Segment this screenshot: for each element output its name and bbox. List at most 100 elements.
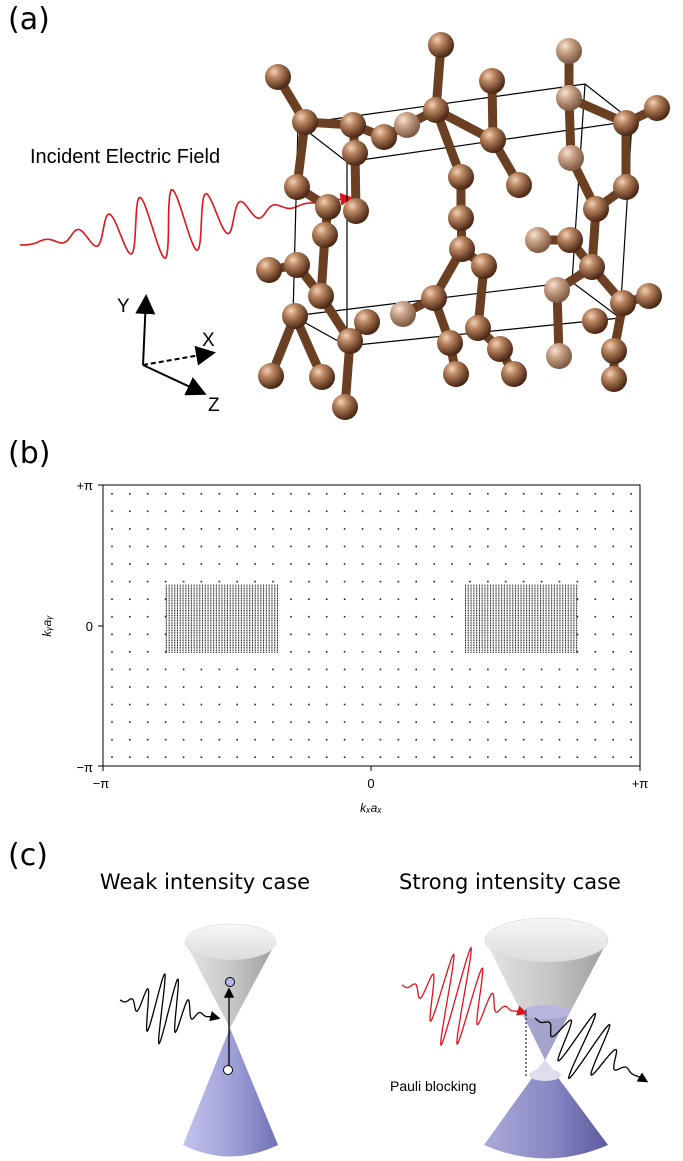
kpoint-marker	[240, 601, 242, 603]
kpoint-marker	[503, 593, 505, 595]
kpoint-marker	[196, 604, 198, 606]
kpoint-marker	[565, 604, 567, 606]
kpoint-marker	[594, 756, 597, 758]
kpoint-marker	[501, 633, 503, 635]
kpoint-marker	[481, 638, 483, 640]
kpoint-marker	[509, 601, 511, 603]
kpoint-marker	[176, 621, 178, 623]
kpoint-marker	[207, 589, 209, 591]
kpoint-marker	[542, 638, 544, 640]
kpoint-marker	[271, 630, 273, 632]
kpoint-marker	[630, 580, 632, 583]
kpoint-marker	[473, 640, 475, 642]
kpoint-marker	[263, 646, 265, 648]
kpoint-marker	[478, 638, 480, 640]
kpoint-marker	[562, 606, 564, 608]
kpoint-marker	[478, 643, 480, 645]
kpoint-marker	[548, 624, 550, 626]
kpoint-marker	[565, 593, 567, 595]
kpoint-marker	[254, 493, 256, 495]
kpoint-marker	[562, 646, 564, 648]
kpoint-marker	[243, 593, 245, 595]
kpoint-marker	[251, 589, 253, 591]
kpoint-marker	[594, 545, 597, 548]
kpoint-marker	[174, 594, 176, 596]
kpoint-marker	[179, 645, 181, 647]
kpoint-marker	[213, 621, 215, 623]
kpoint-marker	[229, 638, 231, 640]
carbon-atom	[309, 364, 335, 390]
kpoint-marker	[565, 641, 567, 643]
kpoint-marker	[257, 609, 259, 611]
kpoint-marker	[268, 613, 270, 615]
kpoint-marker	[526, 603, 528, 605]
kpoint-marker	[506, 593, 508, 595]
carbon-atom	[292, 109, 318, 135]
kpoint-marker	[556, 603, 558, 605]
kpoint-marker	[213, 633, 215, 635]
kpoint-marker	[534, 608, 536, 610]
kpoint-marker	[174, 614, 176, 616]
kpoint-marker	[467, 645, 469, 647]
kpoint-marker	[558, 528, 561, 530]
kpoint-marker	[176, 643, 178, 645]
kpoint-marker	[218, 593, 220, 595]
kpoint-marker	[509, 636, 511, 638]
kpoint-marker	[548, 593, 550, 595]
kpoint-marker	[185, 650, 187, 652]
kpoint-marker	[265, 616, 267, 618]
kpoint-marker	[263, 640, 265, 642]
kpoint-marker	[215, 594, 217, 596]
kpoint-marker	[495, 584, 497, 586]
panel-b-label: (b)	[8, 436, 51, 471]
kpoint-marker	[478, 589, 480, 591]
kpoint-marker	[174, 589, 176, 591]
kpoint-marker	[201, 619, 203, 621]
kpoint-marker	[265, 599, 267, 601]
kpoint-marker	[451, 633, 453, 636]
kpoint-marker	[451, 668, 453, 671]
kpoint-marker	[520, 606, 522, 608]
kpoint-marker	[506, 603, 508, 605]
kpoint-marker	[495, 635, 497, 637]
kpoint-marker	[215, 633, 217, 635]
kpoint-marker	[185, 596, 187, 598]
kpoint-marker	[224, 609, 226, 611]
kpoint-marker	[218, 626, 220, 628]
kpoint-marker	[232, 584, 234, 586]
kpoint-marker	[290, 686, 292, 688]
kpoint-marker	[168, 638, 170, 640]
kpoint-marker	[260, 593, 262, 595]
kpoint-marker	[185, 621, 187, 623]
kpoint-marker	[553, 633, 555, 635]
kpoint-marker	[567, 643, 569, 645]
kpoint-marker	[246, 633, 248, 635]
kpoint-marker	[470, 589, 472, 591]
kpoint-marker	[276, 598, 278, 600]
kpoint-marker	[179, 631, 181, 633]
kpoint-marker	[573, 630, 575, 632]
kpoint-marker	[213, 609, 215, 611]
kpoint-marker	[188, 626, 190, 628]
kpoint-marker	[484, 604, 486, 606]
kpoint-marker	[188, 623, 190, 625]
kpoint-marker	[193, 616, 195, 618]
kpoint-marker	[478, 611, 480, 613]
kpoint-marker	[397, 510, 400, 513]
kpoint-marker	[506, 633, 508, 635]
kpoint-marker	[171, 591, 173, 593]
kpoint-marker	[185, 601, 187, 603]
kpoint-marker	[542, 631, 544, 633]
kpoint-marker	[481, 613, 483, 615]
kpoint-marker	[185, 635, 187, 637]
kpoint-marker	[201, 623, 203, 625]
kpoint-marker	[165, 599, 167, 601]
kpoint-marker	[229, 598, 231, 600]
axis-y-label: Y	[117, 296, 130, 317]
kpoint-marker	[199, 650, 201, 652]
kpoint-marker	[240, 630, 242, 632]
kpoint-marker	[520, 638, 522, 640]
kpoint-marker	[188, 628, 190, 630]
kpoint-marker	[215, 593, 217, 595]
kpoint-marker	[548, 619, 550, 621]
